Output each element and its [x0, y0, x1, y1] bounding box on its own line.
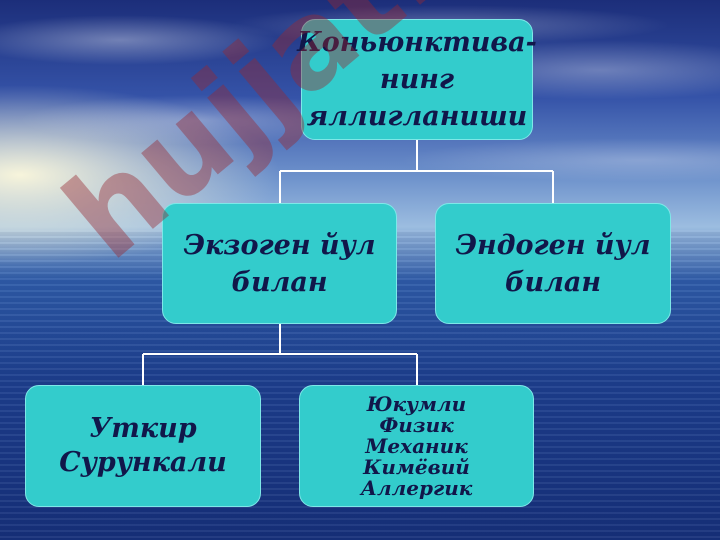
node-course-label: Уткир Сурункали — [59, 413, 227, 478]
node-exogenous-label: Экзоген йул билан — [183, 229, 376, 298]
root-node-conjunctivitis: Коньюнктива- нинг яллиглaниши — [297, 19, 537, 140]
node-course: Уткир Сурункали — [25, 385, 261, 507]
node-endogenous-label: Эндоген йул билан — [455, 229, 651, 298]
node-types-label: Юкумли Физик Механик Кимёвий Аллергик — [360, 391, 473, 500]
node-types: Юкумли Физик Механик Кимёвий Аллергик — [299, 385, 534, 507]
node-exogenous: Экзоген йул билан — [162, 203, 397, 324]
root-node-label: Коньюнктива- нинг яллиглaниши — [297, 27, 537, 132]
node-endogenous: Эндоген йул билан — [435, 203, 671, 324]
